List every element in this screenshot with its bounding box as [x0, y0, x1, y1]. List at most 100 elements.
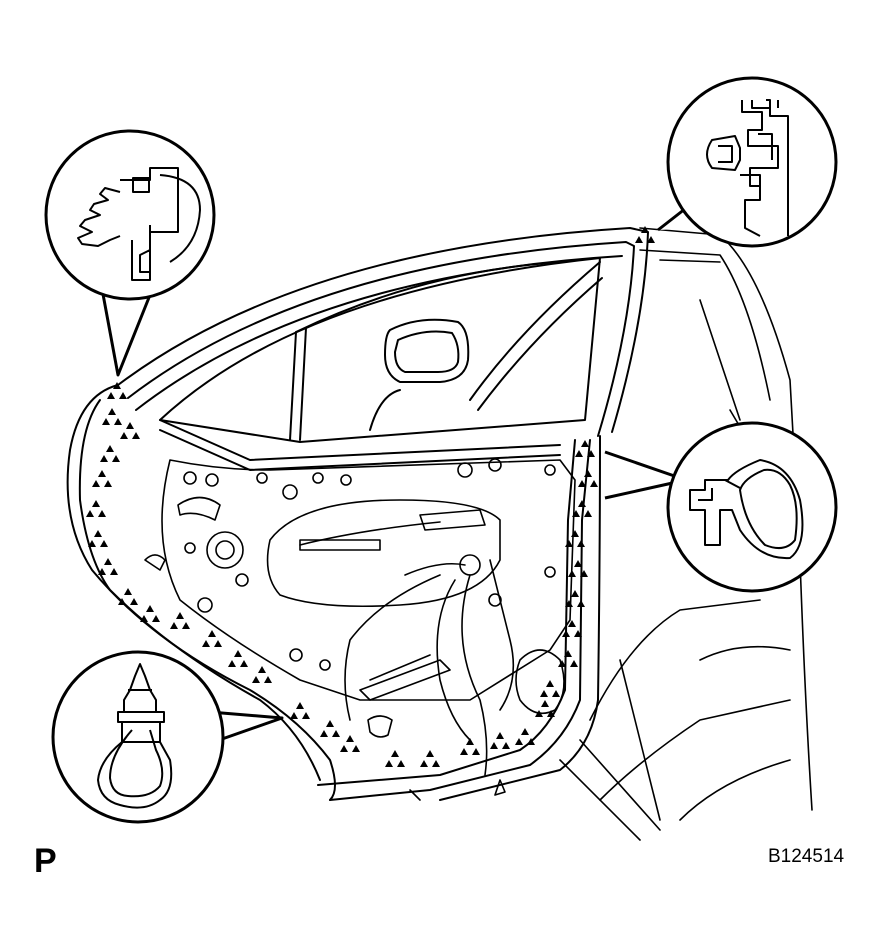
- clip-marker-triangle: [132, 432, 140, 439]
- clip-marker: [460, 738, 480, 755]
- clip-marker-triangle: [340, 745, 348, 752]
- clip-marker-triangle: [580, 570, 588, 577]
- clip-marker-triangle: [228, 660, 236, 667]
- clip-marker-triangle: [326, 720, 334, 727]
- clip-marker-triangle: [540, 690, 548, 697]
- clip-marker-triangle: [113, 382, 121, 389]
- clip-marker-triangle: [572, 510, 580, 517]
- clip-marker-triangle: [521, 728, 529, 735]
- callout-lower-left: [51, 650, 284, 824]
- clip-marker-triangle: [574, 560, 582, 567]
- clip-marker-triangle: [92, 500, 100, 507]
- figure-code: B124514: [768, 846, 845, 867]
- clip-marker-triangle: [558, 660, 566, 667]
- clip-marker-triangle: [565, 540, 573, 547]
- clip-marker-triangle: [571, 590, 579, 597]
- clip-marker-triangle: [92, 480, 100, 487]
- clip-marker: [575, 440, 595, 457]
- clip-marker: [202, 630, 222, 647]
- push-type-clip-detail-icon: [77, 167, 201, 281]
- clip-marker: [535, 700, 555, 717]
- clip-marker-triangle: [130, 598, 138, 605]
- clip-marker-triangle: [547, 710, 555, 717]
- clip-marker-triangle: [647, 236, 655, 243]
- clip-marker-triangle: [546, 680, 554, 687]
- clip-marker: [290, 702, 310, 719]
- clip-marker-triangle: [176, 612, 184, 619]
- clip-marker-triangle: [541, 700, 549, 707]
- clip-marker-triangle: [578, 480, 586, 487]
- clip-marker-triangle: [391, 750, 399, 757]
- clip-marker-triangle: [535, 710, 543, 717]
- door-inner-panel: [144, 458, 576, 738]
- clip-marker-triangle: [581, 440, 589, 447]
- clip-marker: [572, 500, 592, 517]
- clip-marker-triangle: [110, 568, 118, 575]
- clip-marker: [118, 588, 138, 605]
- clip-marker-triangle: [527, 738, 535, 745]
- clip-marker: [565, 590, 585, 607]
- clip-marker-triangle: [182, 622, 190, 629]
- clip-marker-triangle: [140, 615, 148, 622]
- clip-marker-triangle: [112, 455, 120, 462]
- clip-marker: [635, 226, 655, 243]
- clip-marker-triangle: [562, 630, 570, 637]
- clip-markers: [86, 226, 655, 767]
- clip-marker-triangle: [302, 712, 310, 719]
- clip-marker: [515, 728, 535, 745]
- clip-marker-triangle: [568, 620, 576, 627]
- clip-marker-triangle: [104, 480, 112, 487]
- clip-marker-triangle: [102, 418, 110, 425]
- clip-marker-triangle: [264, 676, 272, 683]
- clip-marker-triangle: [120, 432, 128, 439]
- callout-right: [604, 421, 838, 593]
- clip-marker-triangle: [587, 450, 595, 457]
- clip-marker: [92, 470, 112, 487]
- clip-marker-triangle: [552, 690, 560, 697]
- clip-marker: [107, 382, 127, 399]
- clip-marker: [565, 530, 585, 547]
- clip-marker: [170, 612, 190, 629]
- clip-marker-triangle: [397, 760, 405, 767]
- clip-marker-triangle: [641, 226, 649, 233]
- clip-marker-triangle: [460, 748, 468, 755]
- clip-marker-triangle: [564, 650, 572, 657]
- clip-marker-triangle: [352, 745, 360, 752]
- clip-marker-triangle: [100, 455, 108, 462]
- clip-marker: [120, 422, 140, 439]
- clip-marker-triangle: [296, 702, 304, 709]
- weatherstrip-clip-detail-icon: [689, 459, 804, 560]
- clip-marker: [140, 605, 160, 622]
- clip-marker: [568, 560, 588, 577]
- clip-marker-triangle: [214, 640, 222, 647]
- clip-marker-triangle: [252, 676, 260, 683]
- clip-marker-triangle: [146, 605, 154, 612]
- clip-marker-triangle: [490, 742, 498, 749]
- clip-marker-triangle: [107, 392, 115, 399]
- clip-marker-triangle: [332, 730, 340, 737]
- clip-marker-triangle: [578, 500, 586, 507]
- clip-marker: [490, 732, 510, 749]
- clip-marker-triangle: [575, 450, 583, 457]
- clip-marker-triangle: [635, 236, 643, 243]
- clip-marker-triangle: [565, 600, 573, 607]
- clip-marker-triangle: [426, 750, 434, 757]
- clip-marker: [102, 408, 122, 425]
- clip-marker-triangle: [432, 760, 440, 767]
- clip-marker-triangle: [126, 422, 134, 429]
- clip-marker-triangle: [86, 510, 94, 517]
- clip-marker-triangle: [577, 540, 585, 547]
- clip-marker-triangle: [106, 445, 114, 452]
- clip-marker-triangle: [574, 630, 582, 637]
- clip-marker: [558, 650, 578, 667]
- clip-marker-triangle: [346, 735, 354, 742]
- corner-mark: P: [34, 842, 57, 880]
- clip-marker-triangle: [290, 712, 298, 719]
- clip-marker: [385, 750, 405, 767]
- clip-marker-triangle: [568, 570, 576, 577]
- clip-marker-triangle: [88, 540, 96, 547]
- clip-marker: [562, 620, 582, 637]
- clip-marker: [578, 470, 598, 487]
- clip-marker-triangle: [502, 742, 510, 749]
